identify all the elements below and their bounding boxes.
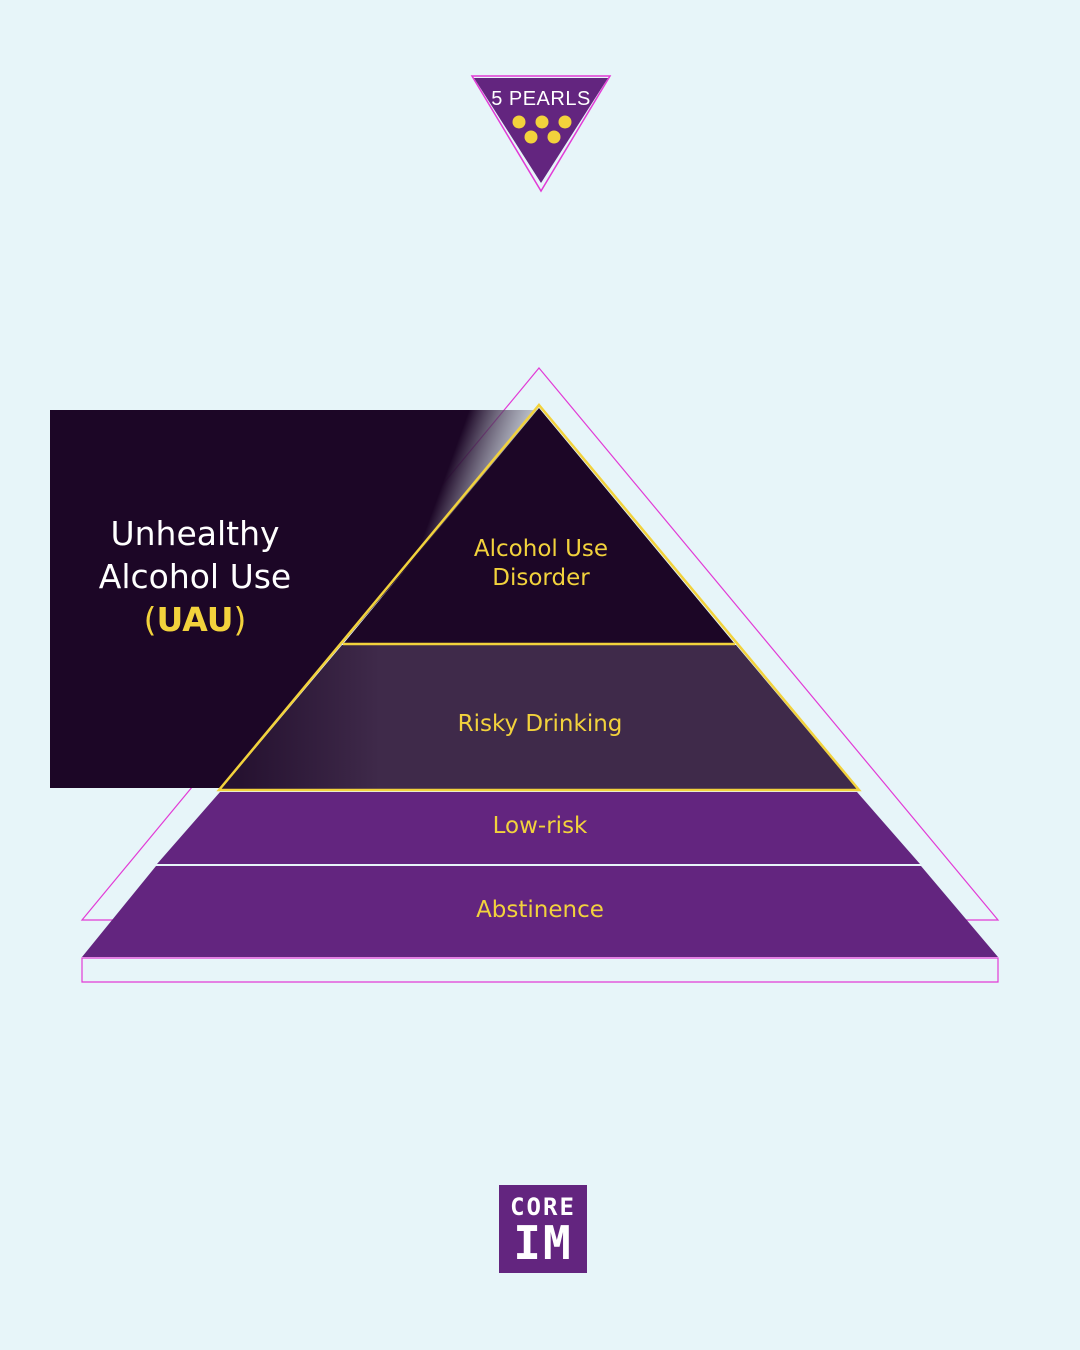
uau-title: Unhealthy Alcohol Use (UAU) bbox=[50, 512, 340, 641]
tier-abstinence bbox=[82, 866, 998, 957]
tier-label-alcohol-use-disorder: Alcohol Use Disorder bbox=[473, 536, 609, 591]
uau-panel bbox=[50, 410, 540, 788]
uau-title-line1: Unhealthy bbox=[110, 514, 280, 553]
pearl-icon bbox=[535, 115, 549, 129]
pearl-icon bbox=[512, 115, 526, 129]
tier-label-risky-drinking: Risky Drinking bbox=[457, 711, 623, 737]
uau-title-line2: Alcohol Use bbox=[98, 557, 292, 596]
pearl-icon bbox=[524, 130, 538, 144]
badge-triangle bbox=[474, 78, 608, 183]
tier-label-abstinence: Abstinence bbox=[476, 897, 604, 923]
uau-abbreviation: (UAU) bbox=[143, 600, 247, 639]
tier-label-low-risk: Low-risk bbox=[492, 813, 588, 839]
pearl-icon bbox=[558, 115, 572, 129]
tier-low-risk bbox=[157, 792, 920, 864]
tier-risky-drinking bbox=[221, 645, 857, 789]
badge-label: 5 PEARLS bbox=[491, 88, 591, 110]
tier-alcohol-use-disorder bbox=[344, 408, 734, 643]
uau-gold-outline bbox=[216, 403, 862, 792]
badge-outline bbox=[470, 75, 612, 193]
pearl-icon bbox=[547, 130, 561, 144]
pyramid-base-outline bbox=[81, 957, 999, 983]
five-pearls-badge bbox=[470, 75, 612, 193]
core-im-logo: CORE IM bbox=[499, 1185, 587, 1273]
